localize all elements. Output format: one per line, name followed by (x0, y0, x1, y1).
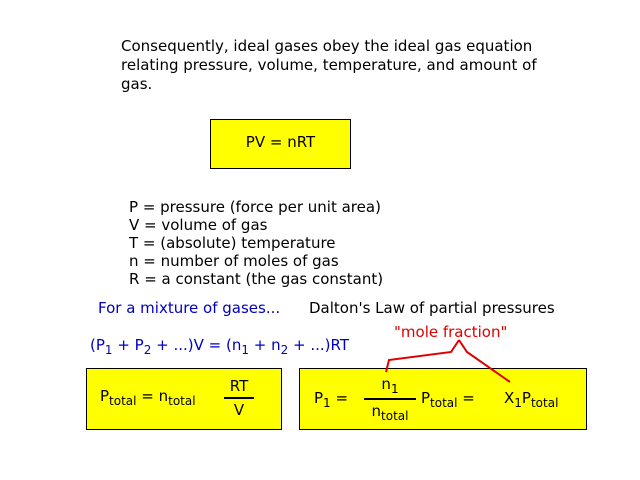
sum-part: + P (112, 336, 144, 354)
total-pressure-box: Ptotal = ntotal RT V (86, 368, 282, 430)
definition-volume: V = volume of gas (129, 216, 268, 234)
mole-ratio-fraction: n1 ntotal (364, 375, 416, 423)
pointer-line-to-x1 (458, 339, 511, 383)
fraction-denominator: V (233, 401, 245, 419)
equals-sign: = (330, 389, 349, 407)
equals-n: = n (136, 387, 169, 405)
p-sub: 1 (323, 396, 331, 410)
mole-fraction-label: "mole fraction" (394, 323, 508, 341)
rt-over-v-fraction: RT V (224, 377, 254, 419)
partial-pressure-box: P1 = n1 ntotal Ptotal = X1Ptotal (299, 368, 587, 430)
n-sub: 1 (390, 382, 399, 396)
definition-gas-constant: R = a constant (the gas constant) (129, 270, 384, 288)
x-symbol: X (504, 389, 515, 407)
partial-pressure-rhs: Ptotal = (421, 389, 475, 410)
sum-part: + n (248, 336, 281, 354)
ideal-gas-equation-box: PV = nRT (210, 119, 351, 169)
p-sub: total (430, 396, 458, 410)
definitions-list: P = pressure (force per unit area) V = v… (129, 198, 383, 288)
fraction-numerator: RT (229, 377, 249, 395)
p-symbol: P (100, 387, 110, 405)
definition-pressure: P = pressure (force per unit area) (129, 198, 381, 216)
fraction-numerator: n1 (364, 375, 416, 396)
p-symbol: P (421, 389, 431, 407)
fraction-bar (224, 397, 254, 399)
fraction-denominator: ntotal (364, 402, 416, 423)
partial-pressure-lhs: P1 = (314, 389, 348, 410)
x-sub: 1 (514, 396, 522, 410)
definition-moles: n = number of moles of gas (129, 252, 339, 270)
sum-part: (P (90, 336, 105, 354)
n-symbol: n (371, 402, 382, 420)
n-sub: total (168, 394, 196, 408)
sum-sub: 1 (104, 343, 113, 357)
mole-fraction-term: X1Ptotal (504, 389, 558, 410)
equals-sign: = (457, 389, 475, 407)
total-pressure-lhs: Ptotal = ntotal (100, 387, 196, 408)
p-sub: total (530, 396, 559, 410)
dalton-label: Dalton's Law of partial pressures (309, 299, 555, 317)
p-symbol: P (521, 389, 531, 407)
sum-part: + ...)V = (n (151, 336, 242, 354)
n-symbol: n (381, 375, 391, 393)
intro-text: Consequently, ideal gases obey the ideal… (121, 37, 537, 93)
sum-equation: (P1 + P2 + ...)V = (n1 + n2 + ...)RT (90, 336, 349, 357)
sum-sub: 2 (143, 343, 152, 357)
sum-sub: 2 (280, 343, 289, 357)
sum-part: + ...)RT (288, 336, 350, 354)
pointer-line-to-ratio (385, 339, 460, 373)
ideal-gas-equation: PV = nRT (245, 133, 316, 151)
sum-sub: 1 (241, 343, 249, 357)
p-sub: total (109, 394, 137, 408)
mixture-label: For a mixture of gases... (98, 299, 281, 317)
fraction-bar (364, 398, 416, 400)
definition-temperature: T = (absolute) temperature (129, 234, 336, 252)
n-sub: total (381, 409, 409, 423)
p-symbol: P (314, 389, 324, 407)
